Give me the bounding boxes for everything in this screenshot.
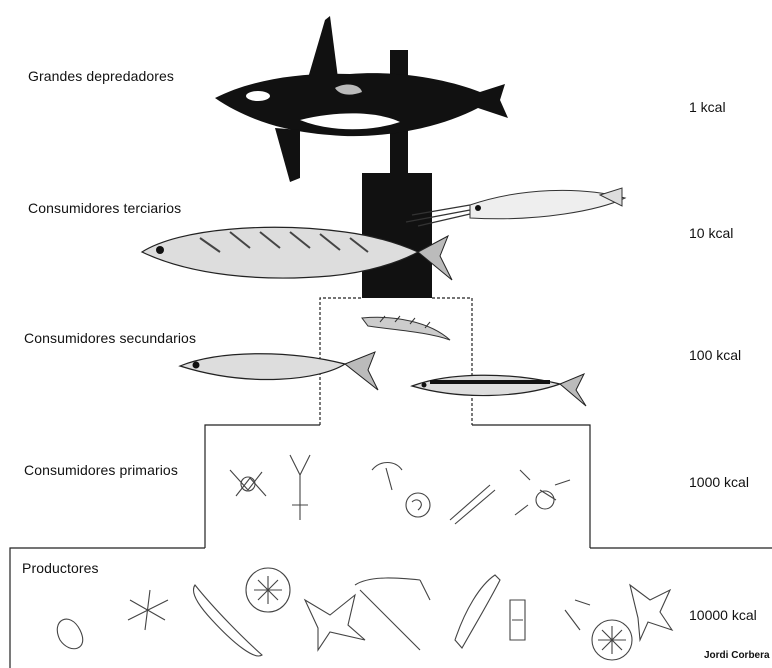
- secondary-tier: [320, 298, 472, 425]
- energy-value-top: 1 kcal: [689, 99, 726, 115]
- level-label-top: Grandes depredadores: [28, 68, 174, 84]
- author-credit: Jordi Corbera: [704, 650, 770, 661]
- level-label-secondary: Consumidores secundarios: [24, 330, 196, 346]
- level-label-tertiary: Consumidores terciarios: [28, 200, 181, 216]
- energy-value-producers: 10000 kcal: [689, 607, 757, 623]
- energy-value-secondary: 100 kcal: [689, 347, 741, 363]
- level-label-producers: Productores: [22, 560, 99, 576]
- sardine-icon: [180, 352, 378, 390]
- anchovy-icon: [412, 374, 586, 406]
- level-label-primary: Consumidores primarios: [24, 462, 178, 478]
- energy-value-tertiary: 10 kcal: [689, 225, 733, 241]
- squid-icon: [406, 188, 625, 226]
- orca-icon: [215, 16, 508, 182]
- producers-tier: [10, 548, 772, 668]
- energy-value-primary: 1000 kcal: [689, 474, 749, 490]
- tertiary-block: [362, 173, 432, 298]
- zooplankton-icons: [230, 455, 570, 524]
- phytoplankton-icons: [57, 568, 672, 660]
- larva-icon: [362, 316, 450, 340]
- primary-tier: [205, 425, 590, 548]
